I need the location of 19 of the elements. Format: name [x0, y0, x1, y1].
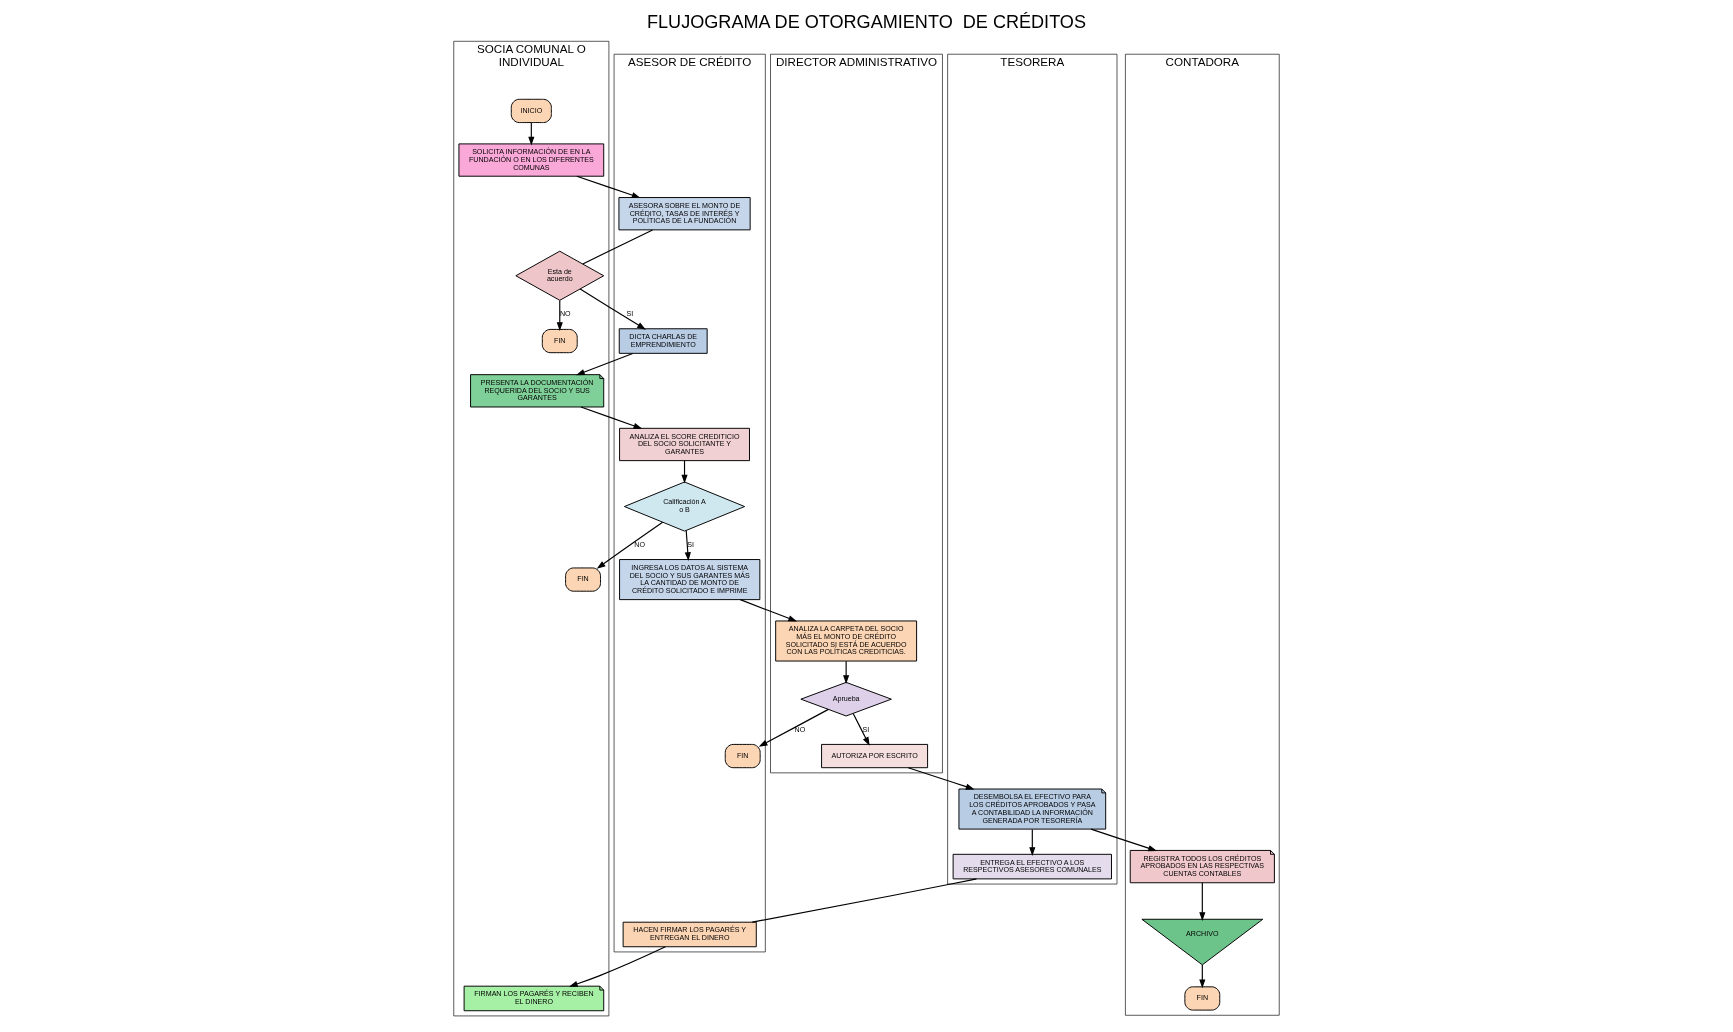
arrow — [1090, 828, 1158, 852]
arrow — [739, 599, 798, 622]
arrow — [579, 288, 646, 330]
connector — [582, 229, 654, 265]
arrow — [1029, 828, 1036, 856]
arrow — [684, 529, 691, 562]
arrow — [907, 767, 975, 790]
arrow — [596, 521, 664, 569]
arrow — [580, 406, 643, 429]
arrow — [852, 712, 870, 746]
diagram-title: FLUJOGRAMA DE OTORGAMIENTO DE CRÉDITOS — [647, 11, 1086, 32]
arrow — [568, 946, 666, 987]
arrow — [758, 708, 829, 747]
arrow — [576, 175, 641, 199]
arrow — [843, 660, 850, 685]
arrow — [556, 299, 563, 332]
arrow — [1199, 882, 1206, 921]
connector — [751, 878, 978, 923]
arrow — [576, 352, 634, 376]
